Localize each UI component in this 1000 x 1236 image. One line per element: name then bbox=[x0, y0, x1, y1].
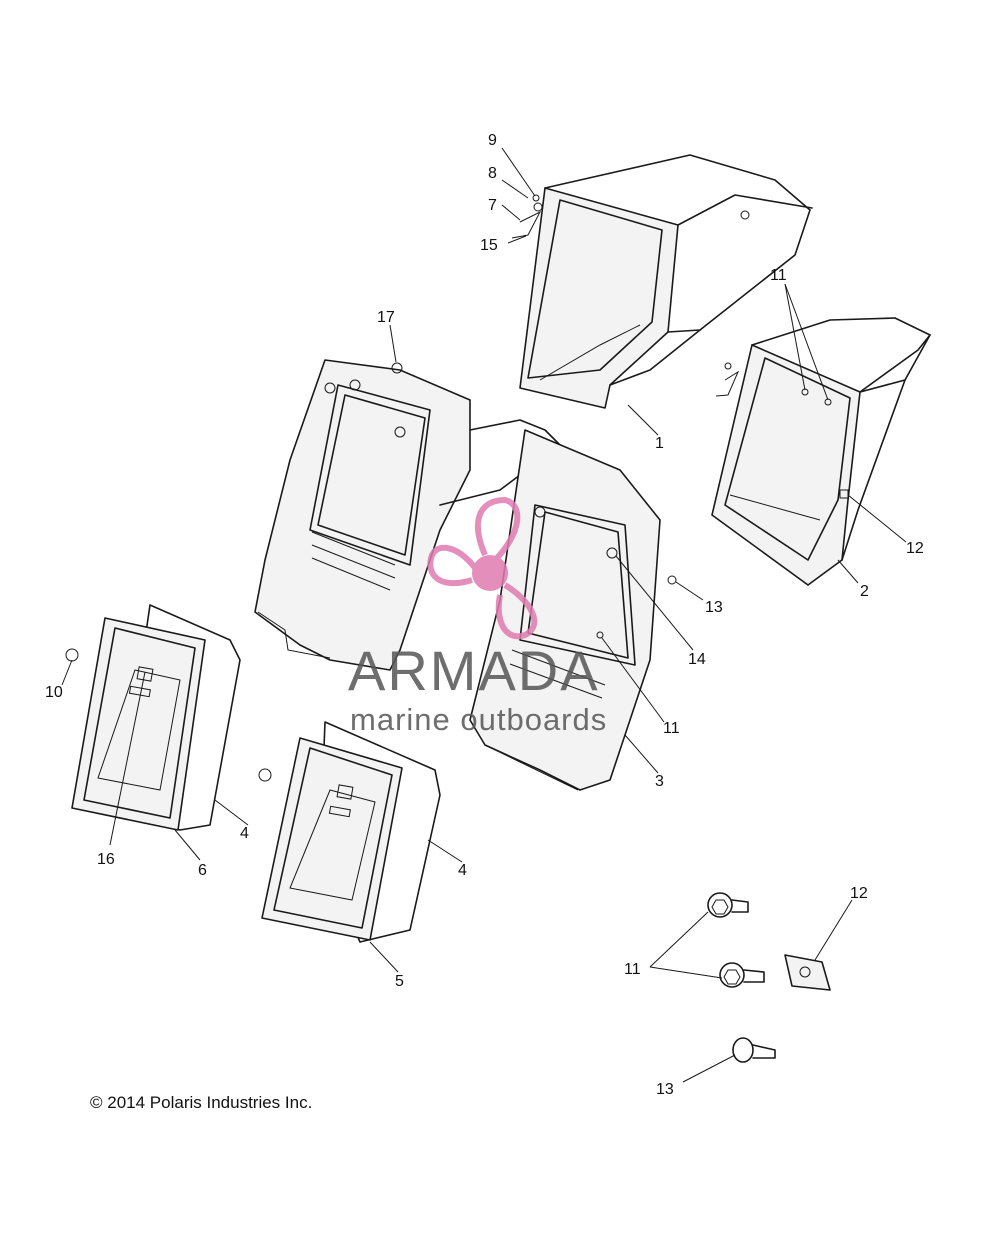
watermark-tagline: marine outboards bbox=[350, 702, 607, 737]
callout-8: 8 bbox=[488, 165, 497, 182]
detail-screw-11-lower bbox=[719, 962, 765, 988]
part-lid-left bbox=[71, 604, 241, 831]
callouts: 9 8 7 15 17 1 11 12 2 13 14 11 3 10 16 6… bbox=[45, 132, 924, 1098]
leader-lines bbox=[61, 147, 907, 1083]
callout-1: 1 bbox=[655, 435, 664, 452]
callout-4: 4 bbox=[240, 825, 249, 842]
callout-7: 7 bbox=[488, 197, 497, 214]
callout-13: 13 bbox=[656, 1081, 674, 1098]
detail-rivet-13 bbox=[732, 1037, 776, 1063]
detail-clip-12 bbox=[784, 954, 831, 991]
callout-14: 14 bbox=[688, 651, 706, 668]
part-2-storage-bin bbox=[711, 317, 931, 586]
callout-12: 12 bbox=[906, 540, 924, 557]
propeller-logo-icon bbox=[427, 496, 538, 640]
copyright-text: © 2014 Polaris Industries Inc. bbox=[90, 1093, 312, 1112]
callout-2: 2 bbox=[860, 583, 869, 600]
callout-3: 3 bbox=[655, 773, 664, 790]
callout-11: 11 bbox=[770, 267, 787, 284]
callout-4: 4 bbox=[458, 862, 467, 879]
callout-13: 13 bbox=[705, 599, 723, 616]
callout-9: 9 bbox=[488, 132, 497, 149]
watermark: ARMADA marine outboards bbox=[348, 496, 607, 737]
callout-17: 17 bbox=[377, 309, 395, 326]
callout-5: 5 bbox=[395, 973, 404, 990]
callout-15: 15 bbox=[480, 237, 498, 254]
callout-12: 12 bbox=[850, 885, 868, 902]
callout-16: 16 bbox=[97, 851, 115, 868]
hardware-latch-upper bbox=[511, 194, 543, 239]
hardware-latch-right bbox=[715, 362, 740, 397]
callout-6: 6 bbox=[198, 862, 207, 879]
watermark-brand: ARMADA bbox=[348, 639, 600, 702]
callout-11: 11 bbox=[663, 720, 680, 737]
callout-10: 10 bbox=[45, 684, 63, 701]
part-1-storage-bin bbox=[519, 154, 813, 409]
callout-11: 11 bbox=[624, 961, 641, 978]
part-lid-right bbox=[261, 721, 441, 943]
detail-screw-11-upper bbox=[707, 892, 749, 918]
